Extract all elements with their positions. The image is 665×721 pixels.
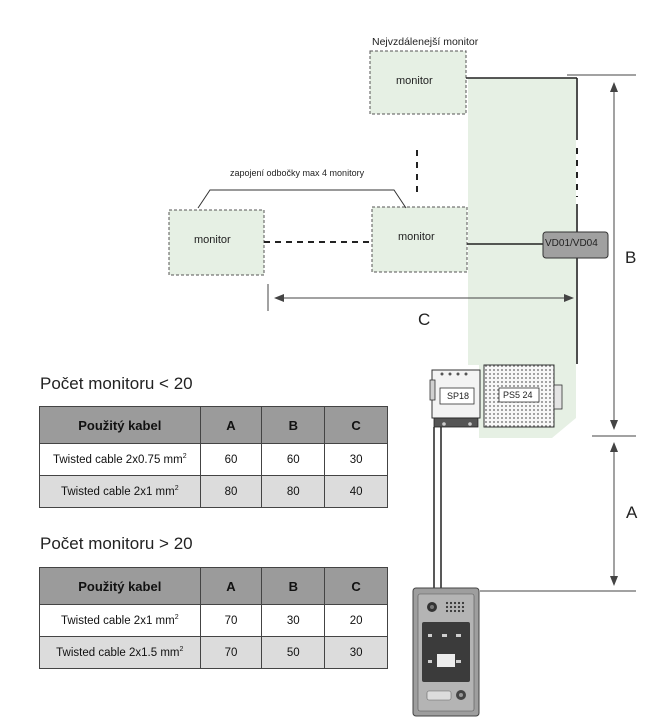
table-row: Twisted cable 2x1.5 mm2 70 50 30 [39,636,388,669]
monitor-box-branch-left [168,209,265,276]
farthest-monitor-caption: Nejvzdálenejší monitor [372,36,479,48]
cell-a: 70 [199,604,263,637]
cell-a: 70 [199,636,263,669]
table-header-row: Použitý kabel A B C [39,567,388,605]
dim-c-arrow-left [274,294,284,302]
cell-c: 40 [324,475,388,508]
dim-a-arrow-bottom [610,576,618,586]
cell-cable: Twisted cable 2x0.75 mm2 [39,443,201,476]
sp18-module [429,369,481,428]
header-cable: Použitý kabel [39,567,201,605]
dim-a-arrow-top [610,442,618,452]
branch-caption: zapojení odbočky max 4 monitory [230,168,365,178]
table2-heading: Počet monitoru > 20 [40,534,193,553]
sp18-label: SP18 [447,391,470,401]
cell-cable: Twisted cable 2x1.5 mm2 [39,636,201,669]
cell-cable: Twisted cable 2x1 mm2 [39,604,201,637]
monitor-label-farthest: monitor [396,75,433,87]
dim-a-label: A [626,503,638,522]
cable-table-under-20: Použitý kabel A B C Twisted cable 2x0.75… [39,406,388,508]
monitor-box-branch-main [371,206,468,273]
monitor-box-farthest [369,50,467,115]
monitor-label-branch-main: monitor [398,231,435,243]
shaded-cable-zone [468,78,576,438]
cell-b: 30 [261,604,326,637]
ps5-label: PS5 24 [503,390,533,400]
distributor-box [542,231,609,259]
table-row: Twisted cable 2x0.75 mm2 60 60 30 [39,443,388,476]
branch-brace [197,189,407,209]
header-cable: Použitý kabel [39,406,201,444]
ps5-module [483,364,563,428]
dim-c-label: C [418,310,431,329]
monitor-label-branch-left: monitor [194,234,231,246]
header-a: A [199,567,263,605]
dim-b-label: B [625,248,637,267]
cell-a: 60 [199,443,263,476]
header-c: C [324,567,388,605]
table-row: Twisted cable 2x1 mm2 70 30 20 [39,604,388,637]
distributor-label: VD01/VD04 [545,238,598,249]
cell-b: 60 [261,443,326,476]
table-header-row: Použitý kabel A B C [39,406,388,444]
cell-b: 80 [261,475,326,508]
cell-cable: Twisted cable 2x1 mm2 [39,475,201,508]
header-b: B [261,406,326,444]
header-b: B [261,567,326,605]
cable-table-over-20: Použitý kabel A B C Twisted cable 2x1 mm… [39,567,388,669]
door-station [412,587,480,717]
dim-c-arrow-right [564,294,574,302]
cell-b: 50 [261,636,326,669]
table1-heading: Počet monitoru < 20 [40,374,193,393]
cell-a: 80 [199,475,263,508]
header-c: C [324,406,388,444]
cell-c: 20 [324,604,388,637]
cell-c: 30 [324,443,388,476]
table-row: Twisted cable 2x1 mm2 80 80 40 [39,475,388,508]
header-a: A [199,406,263,444]
dim-b-arrow-bottom [610,420,618,430]
cell-c: 30 [324,636,388,669]
dim-b-arrow-top [610,82,618,92]
